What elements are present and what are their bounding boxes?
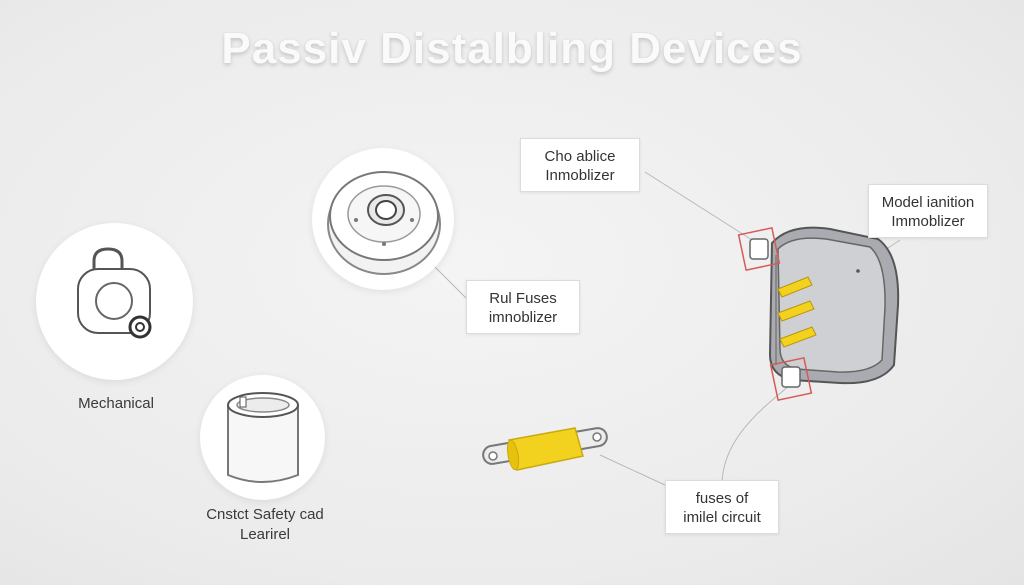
connector-circuit-module xyxy=(721,384,791,486)
circuit-callout-line2: imilel circuit xyxy=(683,509,761,526)
ignition-callout-line2: Immoblizer xyxy=(891,213,965,230)
circuit-callout-line1: fuses of xyxy=(695,490,749,507)
chip-callout-line1: Cho ablice xyxy=(544,148,616,165)
ignition-callout-line1: Model ianition xyxy=(881,194,975,211)
page-title: Passiv Distalbling Devices xyxy=(221,24,803,73)
safety-caption-line2: Learirel xyxy=(239,526,291,543)
fuses-callout-line2: imnoblizer xyxy=(488,309,558,326)
pulley-wheel-icon xyxy=(327,171,441,275)
fuses-callout-line1: Rul Fuses xyxy=(489,290,557,307)
mechanical-caption: Mechanical xyxy=(78,395,154,412)
fuse-circuit-callout: fuses of imilel circuit xyxy=(665,480,779,534)
padlock-icon xyxy=(77,247,152,339)
connector-fuse-circuit xyxy=(599,454,666,486)
fuses-immobilizer-callout: Rul Fuses imnoblizer xyxy=(466,280,580,334)
safety-caption-line1: Cnstct Safety cad xyxy=(206,506,324,523)
safety-caption: Cnstct Safety cad Learirel xyxy=(190,505,340,545)
ignition-immobilizer-callout: Model ianition Immoblizer xyxy=(868,184,988,238)
chip-callout-line2: Inmoblizer xyxy=(545,167,615,184)
cartridge-fuse-icon xyxy=(482,427,608,471)
cylinder-sleeve-icon xyxy=(227,392,299,483)
chip-immobilizer-callout: Cho ablice Inmoblizer xyxy=(520,138,640,192)
ignition-module-icon xyxy=(737,226,900,402)
connector-chip-module xyxy=(644,171,761,246)
